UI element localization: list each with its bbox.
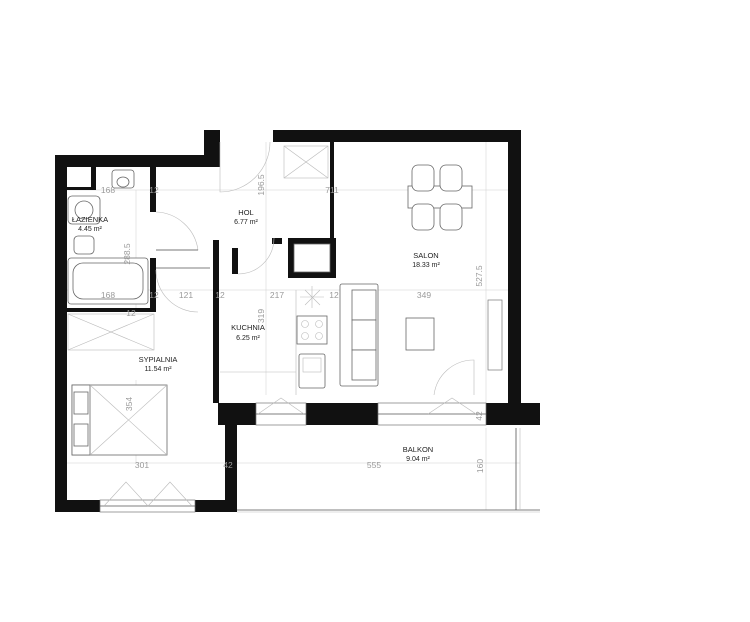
dim-salon-top-width: 711 <box>325 185 339 195</box>
living-furniture <box>339 164 473 387</box>
dim-kitchen-height: 319 <box>256 309 266 323</box>
bathroom-fixtures <box>67 169 149 305</box>
kitchen-fixtures <box>220 145 329 395</box>
room-name-lazienka: ŁAZIENKA <box>72 215 108 224</box>
dim-balcony-depth: 160 <box>475 459 485 473</box>
room-name-kuchnia: KUCHNIA <box>231 323 265 332</box>
windows <box>99 299 503 513</box>
dim-wall-12-a: 12 <box>149 185 159 195</box>
dim-kitchen-width: 217 <box>270 290 284 300</box>
room-name-balkon: BALKON <box>403 445 433 454</box>
room-labels: ŁAZIENKA 4.45 m² HOL 6.77 m² SALON 18.33… <box>72 208 441 463</box>
room-area-sypialnia: 11.54 m² <box>144 366 172 373</box>
dim-wall-12-e: 12 <box>126 308 136 318</box>
dim-bath-height: 288.5 <box>122 243 132 265</box>
bedroom-furniture <box>67 313 168 456</box>
room-area-salon: 18.33 m² <box>412 262 440 269</box>
room-area-hol: 6.77 m² <box>234 219 258 226</box>
dim-balcony-width: 555 <box>367 460 381 470</box>
room-area-lazienka: 4.45 m² <box>78 226 102 233</box>
dim-wall-42-a: 42 <box>223 460 233 470</box>
dim-bath-top-width: 168 <box>101 185 115 195</box>
doors <box>155 141 475 396</box>
walls <box>55 130 540 512</box>
balcony-outline <box>237 428 540 513</box>
dim-hol-width: 121 <box>179 290 193 300</box>
dim-wall-12-d: 12 <box>329 290 339 300</box>
room-name-salon: SALON <box>413 251 438 260</box>
dim-bath-bottom-width: 168 <box>101 290 115 300</box>
dim-hol-height: 196.5 <box>256 174 266 196</box>
dim-salon-width: 349 <box>417 290 431 300</box>
room-area-kuchnia: 6.25 m² <box>236 335 260 342</box>
dim-bedroom-height: 354 <box>124 397 134 411</box>
dim-wall-12-c: 12 <box>215 290 225 300</box>
room-name-sypialnia: SYPIALNIA <box>139 355 178 364</box>
room-area-balkon: 9.04 m² <box>406 456 430 463</box>
dim-salon-height: 527.5 <box>474 265 484 287</box>
dim-wall-42-b: 42 <box>474 411 484 421</box>
dim-wall-12-b: 12 <box>149 290 159 300</box>
room-name-hol: HOL <box>238 208 253 217</box>
dim-bedroom-width: 301 <box>135 460 149 470</box>
dimension-labels: 168 168 288.5 121 196.5 711 349 527.5 21… <box>101 174 485 473</box>
